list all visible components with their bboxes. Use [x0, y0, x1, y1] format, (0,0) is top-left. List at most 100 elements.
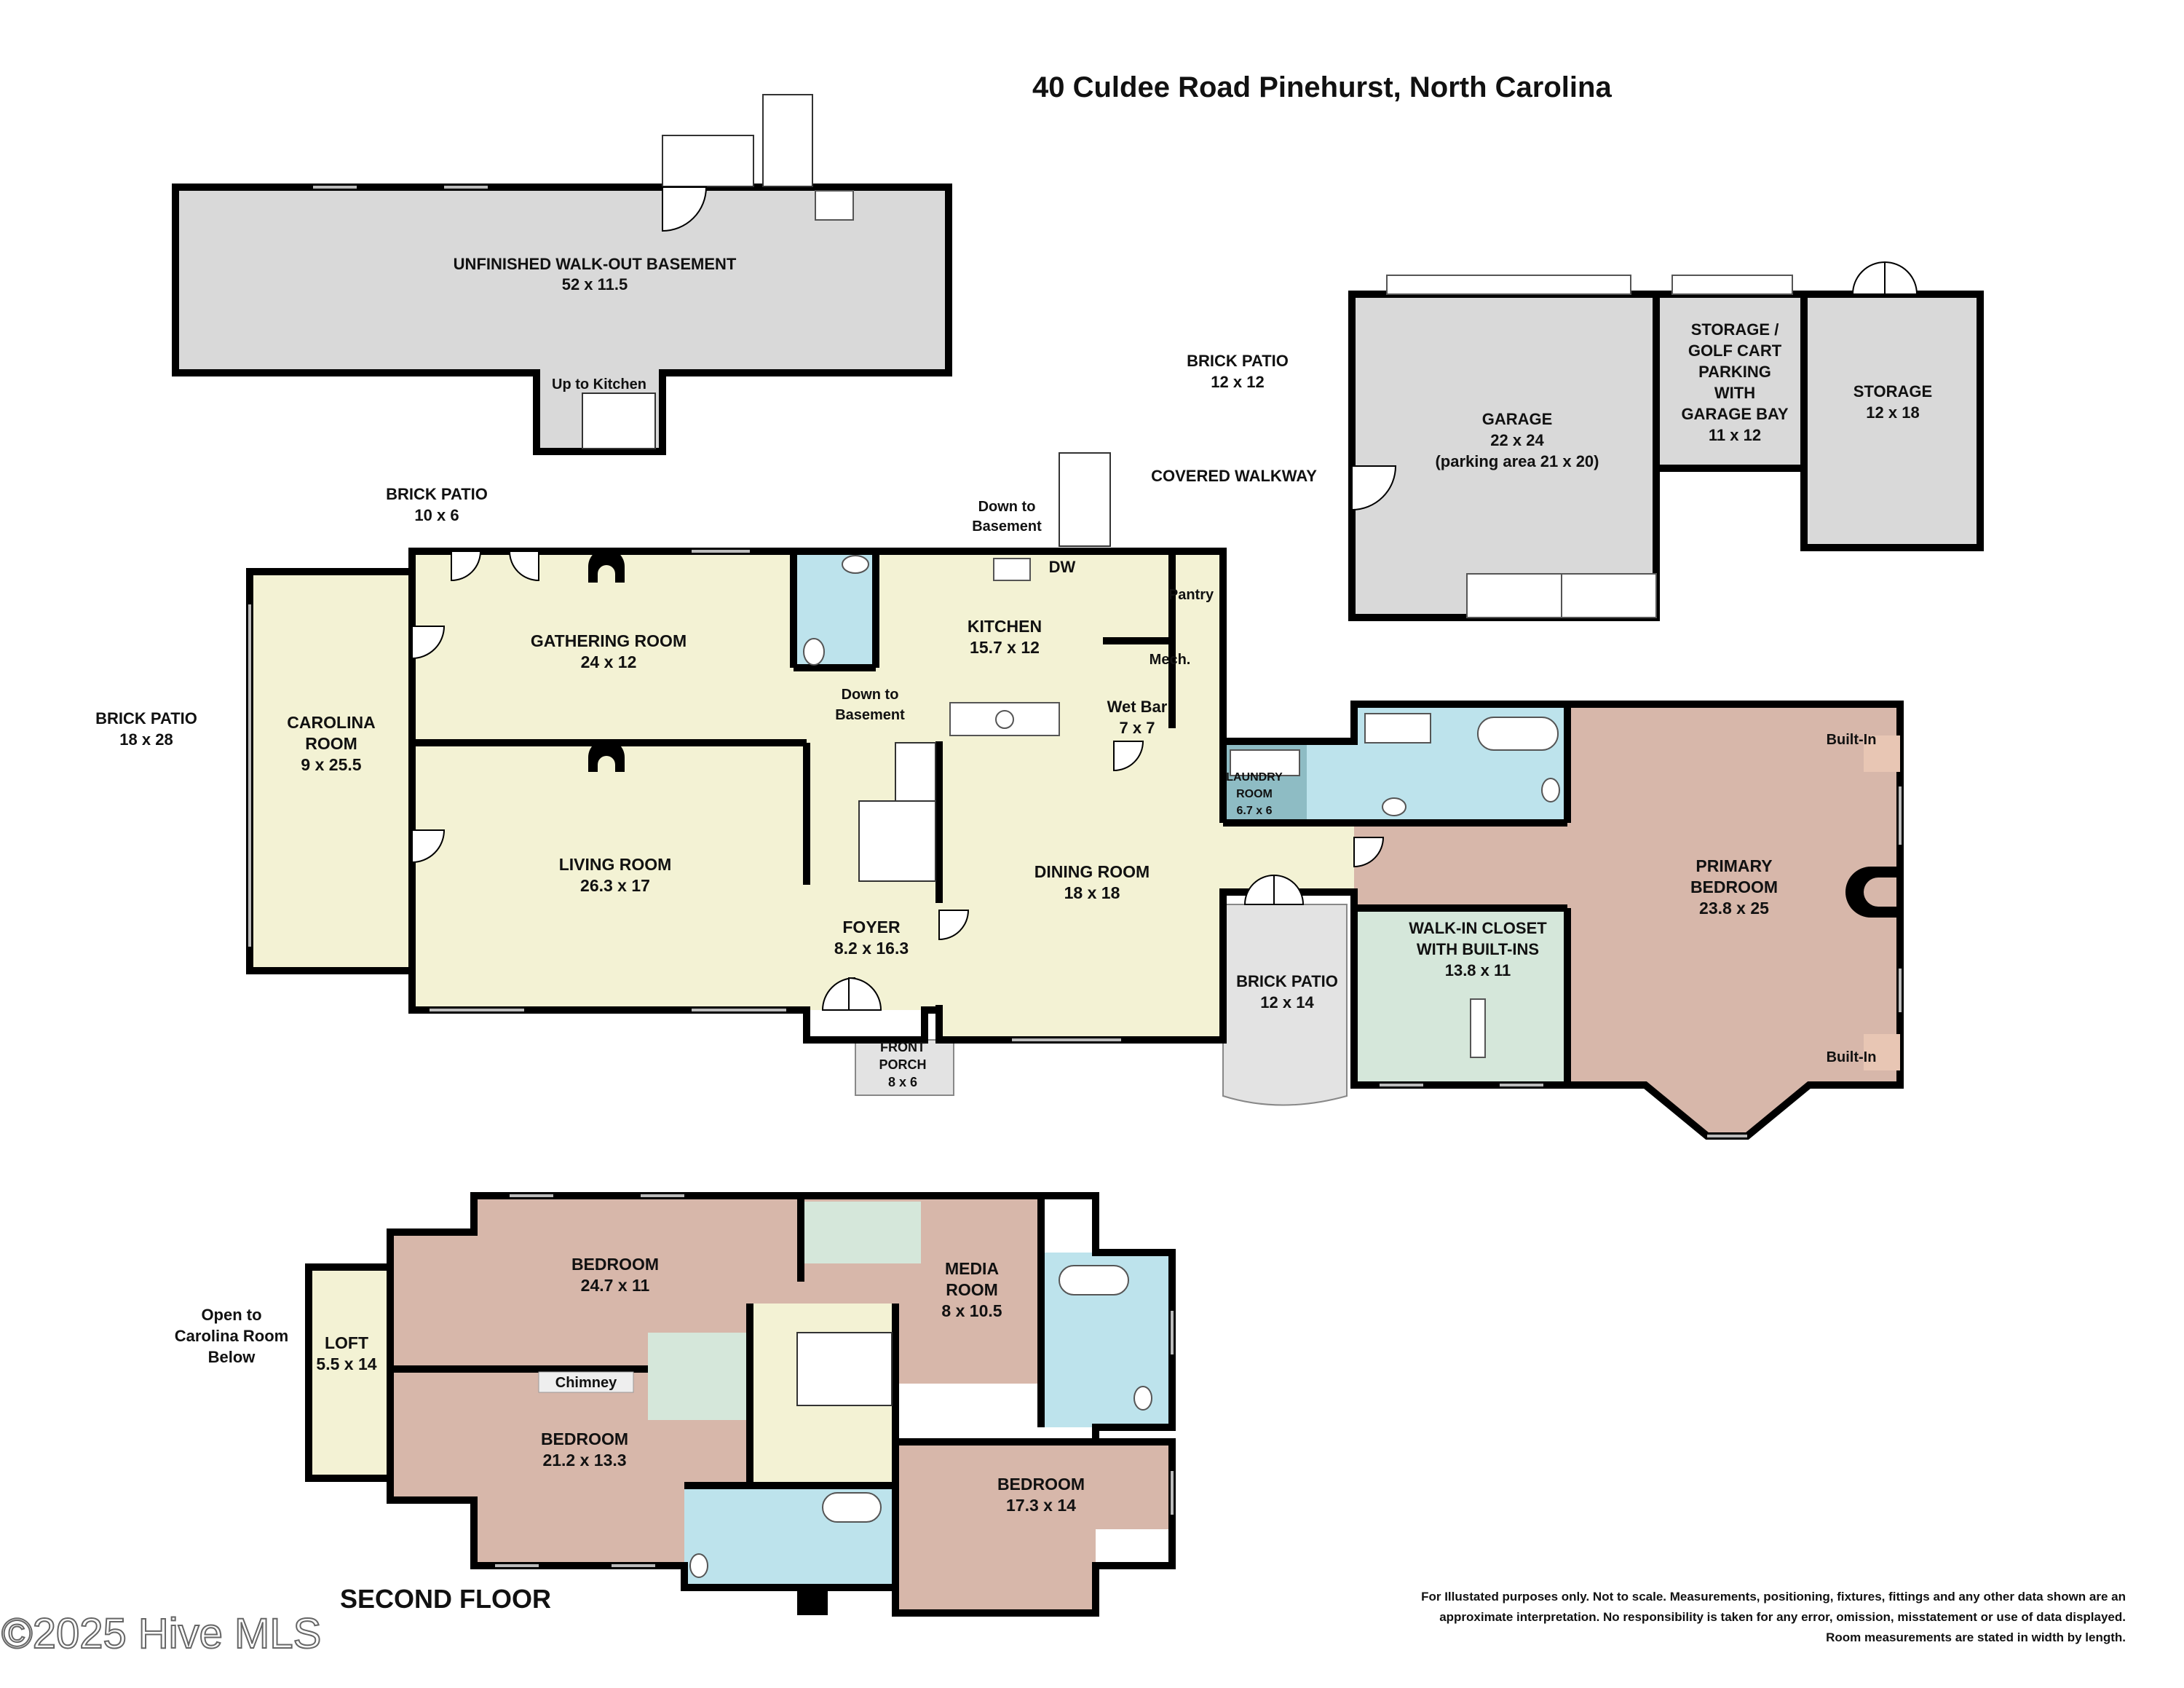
basement-sink-icon: [815, 190, 854, 221]
dining-floor: [939, 741, 1361, 1040]
bedroom2-label: BEDROOM: [541, 1429, 628, 1448]
carolina-label-2: ROOM: [305, 734, 357, 753]
mech-label: Mech.: [1150, 652, 1191, 668]
storage-door-left: [1851, 261, 1886, 295]
carolina-door: [411, 626, 446, 660]
gathering-size: 24 x 12: [581, 652, 637, 671]
carolina-size: 9 x 25.5: [301, 755, 361, 774]
golf-label-5: GARAGE BAY: [1681, 405, 1788, 423]
built-in-shelf: [1864, 1034, 1900, 1070]
media-size: 8 x 10.5: [941, 1301, 1002, 1320]
up-to-kitchen-label: Up to Kitchen: [552, 376, 646, 393]
media-label-2: ROOM: [946, 1280, 998, 1299]
disclaimer-line-1: For Illustated purposes only. Not to sca…: [1421, 1590, 2126, 1604]
gathering-patio-door: [508, 551, 539, 582]
patio-west-size: 18 x 28: [119, 730, 173, 749]
golf-label-3: PARKING: [1698, 363, 1771, 381]
walkin-label-1: WALK-IN CLOSET: [1409, 919, 1547, 937]
loft-label: LOFT: [325, 1333, 368, 1352]
kitchen-size: 15.7 x 12: [970, 638, 1040, 657]
gathering-patio-door: [451, 551, 482, 582]
patio-mid-floor: [1222, 904, 1348, 1106]
chimney-box: [538, 1371, 634, 1393]
laundry-size: 6.7 x 6: [1237, 805, 1273, 817]
primary-label-2: BEDROOM: [1690, 877, 1778, 896]
pantry-label: Pantry: [1168, 587, 1214, 603]
gathering-floor: [412, 551, 910, 743]
loft-floor: [309, 1267, 390, 1478]
storage-door-right: [1884, 261, 1918, 295]
fireplace-icon: [588, 739, 625, 772]
down-basement-top-2: Basement: [972, 518, 1042, 535]
walkin-floor: [1354, 908, 1567, 1085]
gathering-label: GATHERING ROOM: [531, 631, 687, 650]
basement-exterior-stairs: [762, 94, 813, 187]
bathtub-icon: [1477, 717, 1559, 751]
garage-size: 22 x 24: [1490, 431, 1544, 449]
garage-door: [1386, 275, 1631, 295]
builtin-bottom-label: Built-In: [1827, 1049, 1877, 1065]
carolina-label-1: CAROLINA: [287, 713, 375, 732]
sink-icon: [1382, 797, 1406, 816]
toilet-icon: [1133, 1386, 1152, 1411]
patio-top-label: BRICK PATIO: [1187, 352, 1289, 370]
open-to-label-1: Open to: [201, 1306, 261, 1324]
living-label: LIVING ROOM: [559, 855, 672, 874]
basement-floor: [175, 187, 949, 451]
upstairs-closet: [648, 1333, 750, 1420]
front-door: [848, 977, 882, 1011]
second-floor: BEDROOM 24.7 x 11 MEDIA ROOM 8 x 10.5 LO…: [175, 1192, 1176, 1617]
foyer-size: 8.2 x 16.3: [834, 939, 909, 958]
chimney-label: Chimney: [555, 1375, 617, 1391]
washer-dryer-icon: [1230, 749, 1300, 776]
toilet-icon: [1541, 778, 1560, 802]
foyer-label: FOYER: [842, 918, 901, 936]
media-closet: [801, 1202, 921, 1263]
fireplace-icon: [588, 548, 625, 583]
basement-exterior-stairs: [662, 135, 754, 187]
basement-door: [662, 186, 708, 232]
primary-floor: [1354, 704, 1900, 1136]
walkin-size: 13.8 x 11: [1445, 961, 1511, 979]
bedroom1-label: BEDROOM: [571, 1255, 659, 1274]
open-to-label-3: Below: [208, 1348, 256, 1366]
bathtub-icon: [1059, 1265, 1129, 1295]
disclaimer-line-3: Room measurements are stated in width by…: [1826, 1630, 2126, 1644]
patio-mid-size: 12 x 14: [1260, 993, 1314, 1011]
bedroom3-floor: [895, 1442, 1172, 1613]
basement-interior-stairs: [582, 393, 656, 449]
laundry-label-1: LAUNDRY: [1226, 771, 1283, 784]
toilet-icon: [689, 1553, 708, 1578]
main-floor: BRICK PATIO 10 x 6 Down to Basement BRIC…: [95, 485, 1904, 1140]
laundry-label-2: ROOM: [1236, 788, 1273, 800]
upstairs-stairs: [796, 1332, 893, 1406]
sink-icon: [842, 555, 869, 574]
golf-label-1: STORAGE /: [1691, 320, 1779, 339]
down-basement-mid-1: Down to: [842, 687, 899, 703]
wetbar-label: Wet Bar: [1107, 698, 1168, 716]
main-exterior-walls: [246, 548, 1904, 1140]
dining-size: 18 x 18: [1064, 883, 1120, 902]
open-to-label-2: Carolina Room: [175, 1327, 288, 1345]
dishwasher-label: DW: [1049, 558, 1076, 576]
garage-note: (parking area 21 x 20): [1435, 452, 1599, 470]
golf-label-4: WITH: [1714, 384, 1755, 402]
builtin-top-label: Built-In: [1827, 732, 1877, 748]
bath1-floor: [1041, 1253, 1172, 1427]
garage-closet: [1466, 573, 1562, 618]
primary-label-1: PRIMARY: [1696, 856, 1772, 875]
patio-gathering-size: 10 x 6: [414, 506, 459, 524]
garage-area: GARAGE 22 x 24 (parking area 21 x 20) ST…: [1348, 261, 1984, 621]
media-label-1: MEDIA: [945, 1259, 999, 1278]
basement-walls: [172, 184, 952, 455]
toilet-icon: [803, 638, 825, 666]
plan-title: 40 Culdee Road Pinehurst, North Carolina: [1032, 71, 1612, 103]
watermark: ©2025 Hive MLS: [1, 1610, 321, 1657]
cooktop-icon: [995, 710, 1014, 729]
porch-label-1: FRONT: [880, 1040, 925, 1054]
disclaimer-line-2: approximate interpretation. No responsib…: [1439, 1610, 2126, 1624]
basement-size: 52 x 11.5: [562, 275, 628, 293]
bathtub-icon: [822, 1492, 882, 1523]
bedroom1-size: 24.7 x 11: [581, 1276, 650, 1295]
